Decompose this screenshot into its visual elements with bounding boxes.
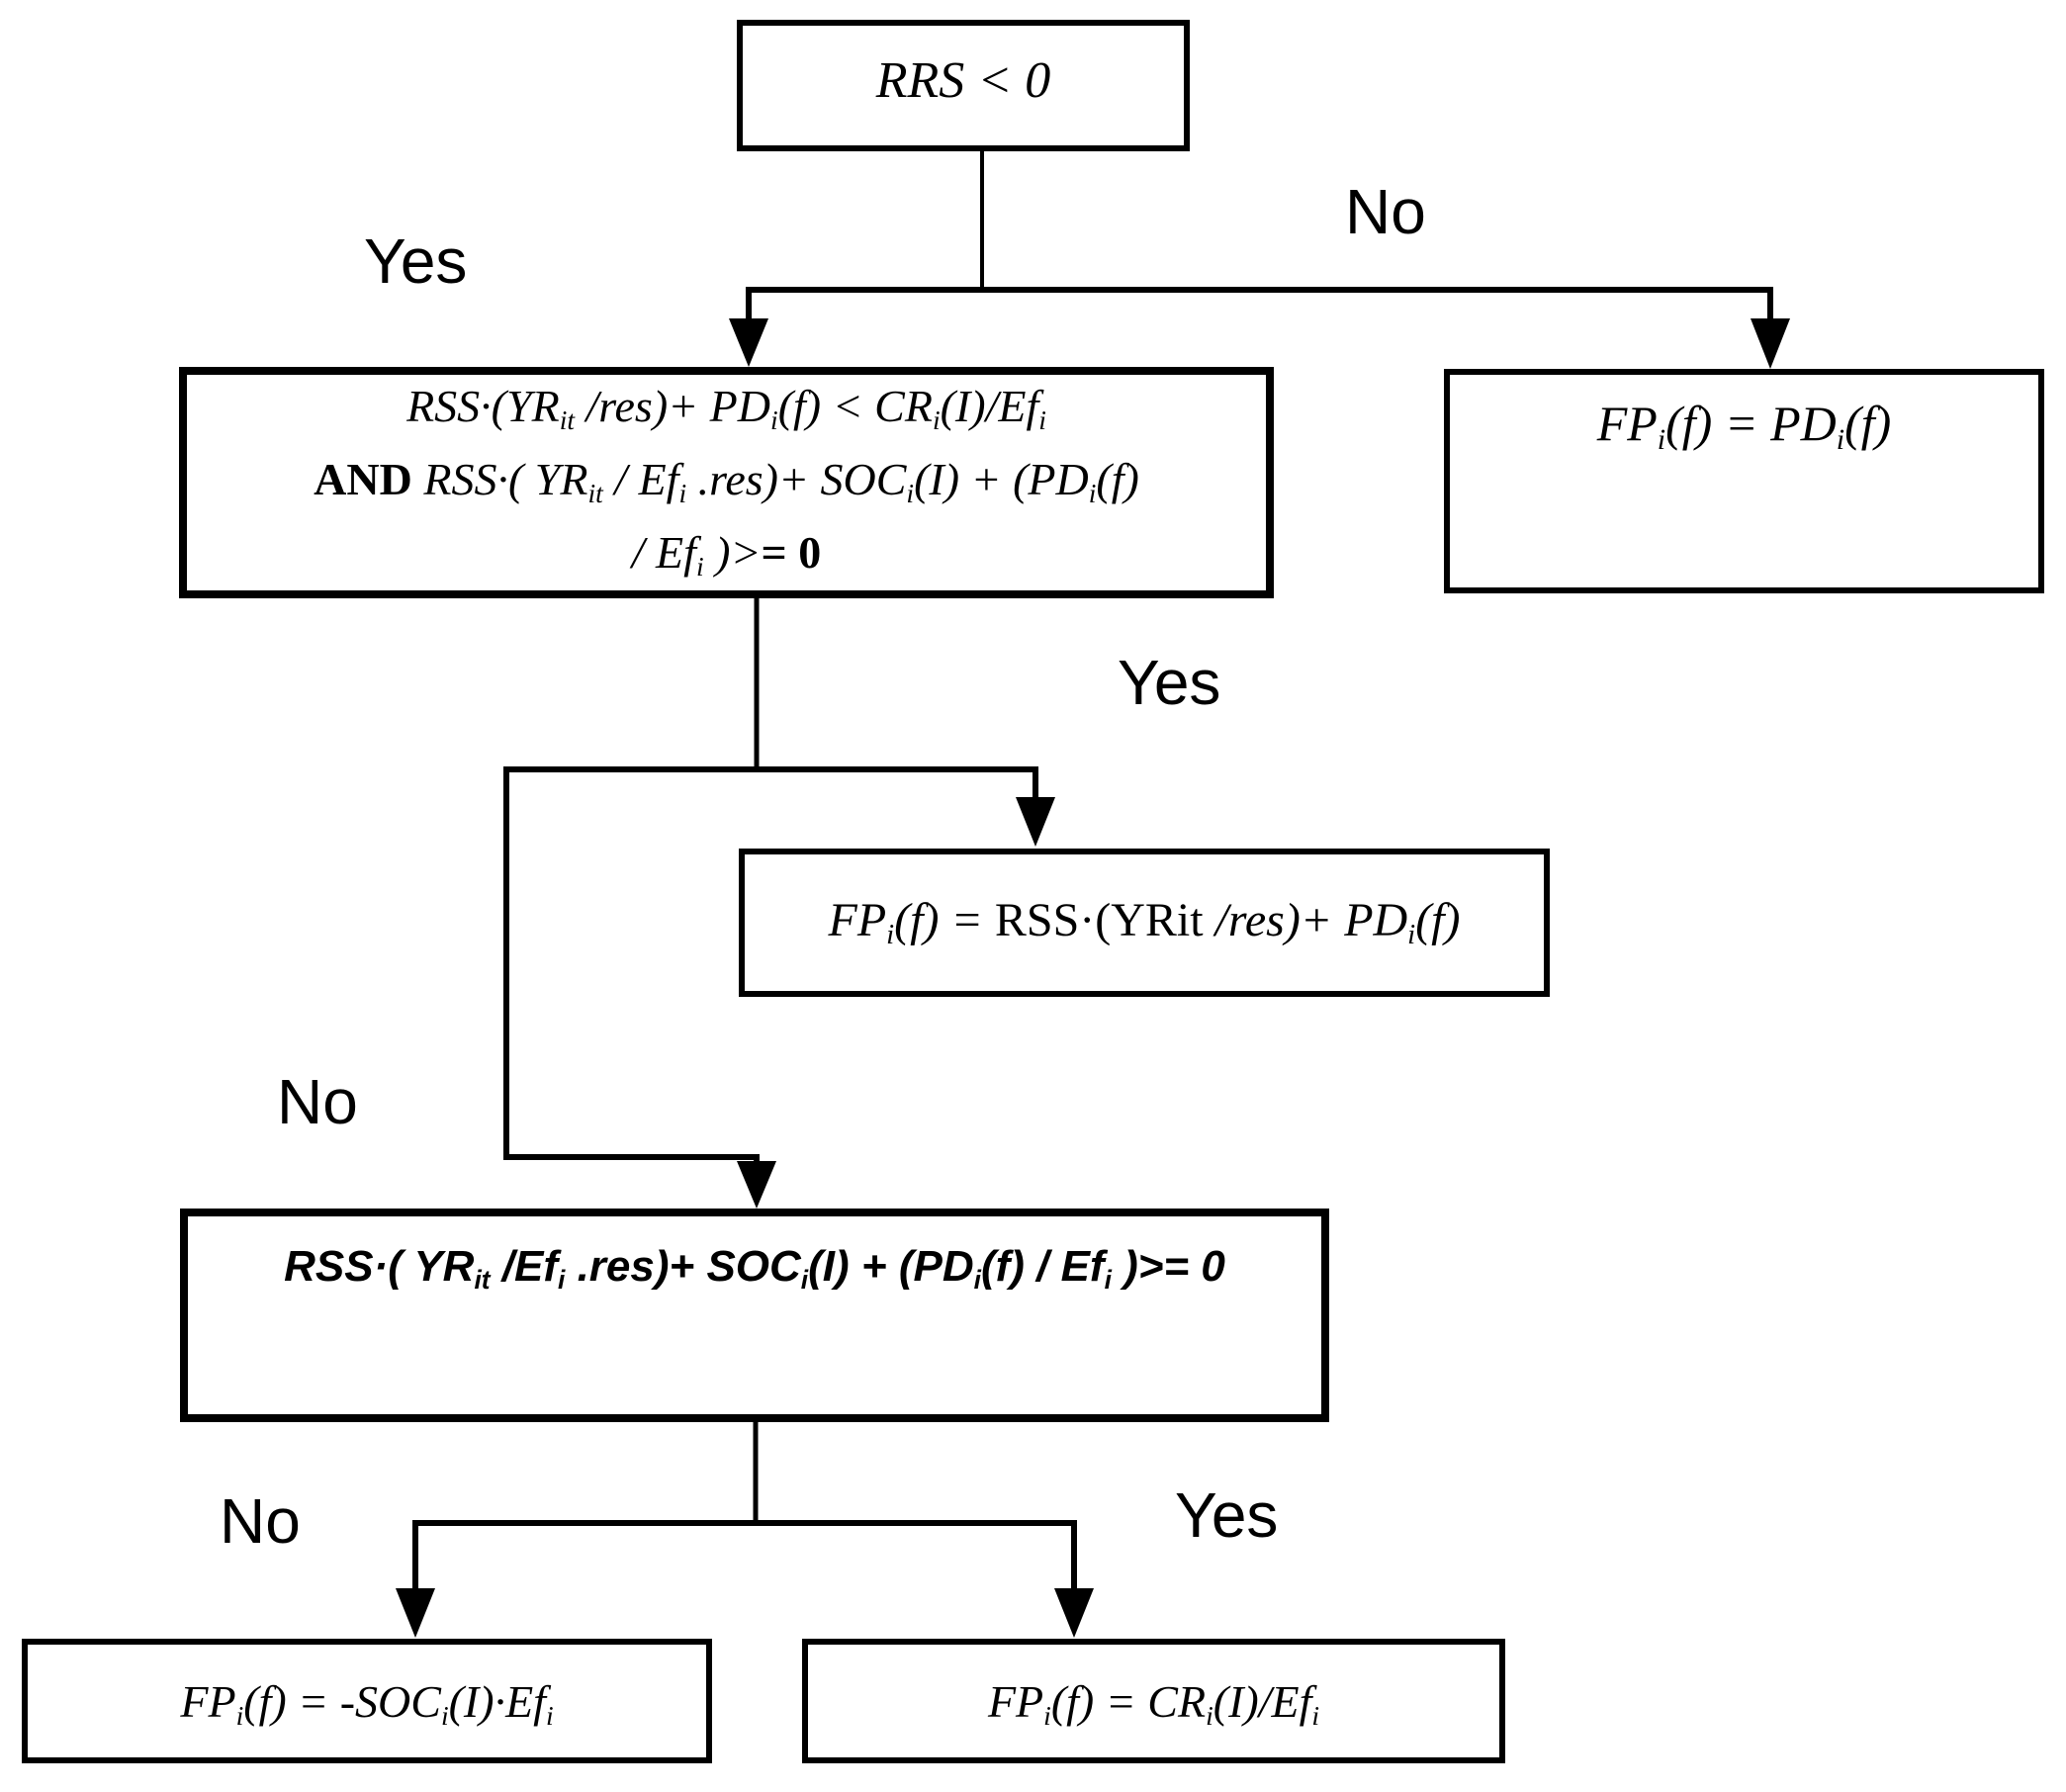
node-result-no-1: FPi(f) = PDi(f): [1444, 369, 2044, 593]
formula-subscript: it: [559, 404, 576, 436]
formula-subscript: i: [1407, 919, 1416, 951]
formula-segment: (f) = CR: [1050, 1675, 1207, 1727]
formula-subscript: i: [235, 1699, 244, 1731]
formula-subscript: i: [906, 478, 915, 509]
formula-segment: /Ef: [490, 1242, 559, 1291]
formula-segment: (f): [1415, 893, 1461, 946]
formula-segment: (f) =: [894, 893, 995, 946]
arrowhead-to-cond2: [737, 1161, 776, 1209]
node-condition-1: RSS·(YRit /res)+ PDi(f) < CRi(I)/Efi AND…: [179, 367, 1274, 598]
and-operator: AND: [314, 454, 424, 504]
formula-segment: (f) < CR: [777, 381, 933, 431]
node-result-yes-3: FPi(f) = CRi(I)/Efi: [802, 1639, 1505, 1763]
formula-subscript: i: [1836, 423, 1845, 456]
formula-segment: / Ef: [602, 454, 679, 504]
arrowhead-to-no1-result: [1751, 318, 1790, 369]
formula-subscript: i: [1206, 1699, 1213, 1731]
arrowhead-to-cond1: [729, 318, 768, 367]
condition-1-line-3: / Efi )>= 0: [632, 519, 821, 592]
condition-1-line-1: RSS·(YRit /res)+ PDi(f) < CRi(I)/Efi: [406, 373, 1046, 446]
formula-subscript: i: [545, 1699, 554, 1731]
branch2-yes-label: Yes: [1118, 647, 1221, 718]
formula-segment: (f) / Ef: [980, 1242, 1105, 1291]
condition-2-formula: RSS·( YRit /Efi .res)+ SOCi(I) + (PDi(f)…: [284, 1242, 1225, 1295]
branch2-no-label: No: [277, 1066, 358, 1137]
formula-segment: = 0: [761, 527, 822, 578]
formula-segment: (f) = -SOC: [243, 1675, 441, 1727]
formula-segment: RSS·(YR: [406, 381, 560, 431]
formula-segment: )>= 0: [1111, 1242, 1225, 1291]
formula-subscript: i: [1038, 404, 1046, 436]
formula-subscript: i: [973, 1264, 981, 1295]
node-root-condition: RRS < 0: [737, 20, 1190, 151]
formula-segment: /res)+ PD: [575, 381, 771, 431]
formula-subscript: i: [886, 919, 895, 951]
result-no-3-formula: FPi(f) = -SOCi(I)·Efi: [180, 1675, 554, 1731]
result-no-1-formula: FPi(f) = PDi(f): [1596, 395, 1892, 456]
root-condition-text: RRS < 0: [875, 52, 1051, 109]
formula-segment: (f) = PD: [1665, 396, 1837, 451]
formula-segment: FP: [180, 1675, 236, 1727]
formula-segment: RSS·( YR: [423, 454, 588, 504]
node-condition-2: RSS·( YRit /Efi .res)+ SOCi(I) + (PDi(f)…: [180, 1209, 1329, 1422]
result-yes-2-formula: FPi(f) = RSS·(YRit /res)+ PDi(f): [828, 893, 1461, 951]
formula-subscript: i: [932, 404, 941, 436]
arrowhead-to-no3-result: [396, 1588, 435, 1638]
formula-segment: (I)/Ef: [1213, 1675, 1312, 1727]
formula-subscript: i: [1088, 478, 1097, 509]
result-yes-3-formula: FPi(f) = CRi(I)/Efi: [987, 1675, 1320, 1731]
formula-segment: / Ef: [631, 527, 696, 578]
node-result-no-3: FPi(f) = -SOCi(I)·Efi: [22, 1639, 712, 1763]
condition-1-line-2: AND RSS·( YRit / Efi .res)+ SOCi(I) + (P…: [314, 446, 1139, 519]
formula-segment: .res)+ SOC: [686, 454, 907, 504]
arrowhead-to-yes3-result: [1054, 1588, 1094, 1638]
formula-segment: (I) + (PD: [808, 1242, 974, 1291]
formula-segment: (I)·Ef: [448, 1675, 546, 1727]
branch1-yes-label: Yes: [364, 225, 468, 297]
formula-segment: FP: [1596, 396, 1658, 451]
formula-subscript: i: [678, 478, 687, 509]
formula-subscript: i: [440, 1699, 449, 1731]
formula-subscript: i: [695, 551, 704, 582]
formula-segment: /res)+ PD: [1214, 893, 1408, 946]
formula-segment: FP: [987, 1675, 1044, 1727]
formula-subscript: i: [558, 1264, 566, 1295]
formula-segment: FP: [828, 893, 887, 946]
formula-subscript: i: [1104, 1264, 1112, 1295]
formula-segment: (I) + (PD: [914, 454, 1089, 504]
formula-segment: (I)/Ef: [940, 381, 1039, 431]
arrowhead-to-yes2-result: [1016, 797, 1055, 847]
formula-segment: .res)+ SOC: [565, 1242, 801, 1291]
formula-subscript: i: [1311, 1699, 1320, 1731]
formula-roman-segment: RSS·(YRit: [994, 893, 1215, 946]
formula-segment: (f): [1096, 454, 1139, 504]
formula-subscript: it: [474, 1264, 491, 1295]
formula-subscript: i: [770, 404, 778, 436]
formula-segment: )>: [703, 527, 762, 578]
formula-subscript: it: [587, 478, 603, 509]
branch3-no-label: No: [220, 1485, 301, 1557]
branch3-yes-label: Yes: [1175, 1479, 1279, 1551]
formula-subscript: i: [1657, 423, 1666, 456]
formula-subscript: i: [800, 1264, 809, 1295]
formula-segment: RSS·( YR: [284, 1242, 475, 1291]
node-result-yes-2: FPi(f) = RSS·(YRit /res)+ PDi(f): [739, 849, 1550, 997]
formula-segment: (f): [1844, 396, 1892, 451]
branch1-no-label: No: [1345, 176, 1426, 247]
formula-subscript: i: [1043, 1699, 1051, 1731]
